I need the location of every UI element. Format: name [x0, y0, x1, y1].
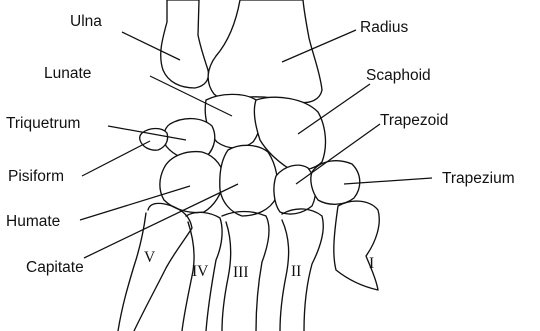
hamate-label: Humate	[6, 213, 60, 230]
hamate-bone	[160, 152, 224, 213]
metacarpal-fourth-label: IV	[192, 263, 209, 280]
lunate-label: Lunate	[44, 65, 91, 82]
metacarpal-fifth-label: V	[144, 249, 156, 266]
metacarpal-fifth-bone	[118, 203, 192, 331]
trapezium-label: Trapezium	[442, 170, 515, 187]
radius-label: Radius	[360, 19, 408, 36]
metacarpal-first-label: I	[369, 255, 374, 272]
radius-bone	[208, 0, 322, 103]
pisiform-leader	[82, 141, 150, 176]
capitate-label: Capitate	[26, 259, 84, 276]
metacarpal-second-label: II	[291, 263, 301, 280]
metacarpal-first-bone	[334, 201, 379, 290]
pisiform-bone	[140, 129, 168, 151]
trapezoid-bone	[274, 165, 316, 214]
pisiform-label: Pisiform	[8, 168, 64, 185]
scaphoid-label: Scaphoid	[366, 67, 431, 84]
triquetrum-label: Triquetrum	[6, 115, 80, 132]
trapezium-bone	[311, 161, 360, 205]
trapezoid-label: Trapezoid	[380, 112, 448, 129]
metacarpal-second-bone	[280, 209, 323, 331]
ulna-bone	[161, 0, 209, 88]
metacarpal-third-label: III	[233, 264, 249, 281]
ulna-label: Ulna	[70, 13, 102, 30]
capitate-bone	[220, 145, 278, 216]
